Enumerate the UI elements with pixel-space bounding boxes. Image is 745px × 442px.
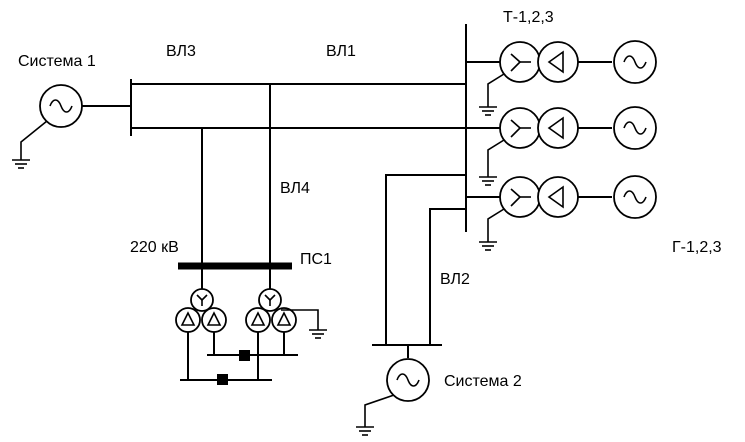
- generator-g3: [613, 175, 657, 219]
- label-system1: Система 1: [18, 53, 96, 70]
- label-vl2: ВЛ2: [440, 271, 470, 288]
- ps1-transformer-right: [245, 266, 328, 380]
- label-transformers: Т-1,2,3: [503, 9, 554, 26]
- system2-ground-icon: [355, 414, 375, 436]
- generator-g1: [613, 40, 657, 84]
- label-220kv: 220 кВ: [130, 239, 179, 256]
- system1-ground-lead: [20, 120, 48, 148]
- label-vl4: ВЛ4: [280, 180, 310, 197]
- ps1-transformer-left: [175, 266, 227, 380]
- mid-bus-breaker: [239, 350, 250, 361]
- label-system2: Система 2: [444, 373, 522, 390]
- generator-g2: [613, 106, 657, 150]
- label-generators: Г-1,2,3: [672, 239, 722, 256]
- label-vl3: ВЛ3: [166, 43, 196, 60]
- low-bus-breaker: [217, 374, 228, 385]
- line-vl2-inner: [429, 208, 466, 345]
- transformer-t3: [466, 176, 612, 251]
- label-ps1: ПС1: [300, 251, 332, 268]
- system2-ground-lead: [364, 394, 395, 415]
- line-vl2-outer: [385, 174, 466, 345]
- system1-ground-icon: [11, 147, 31, 169]
- label-vl1: ВЛ1: [326, 43, 356, 60]
- transformer-t2: [466, 107, 612, 186]
- transformer-t1: [466, 41, 612, 116]
